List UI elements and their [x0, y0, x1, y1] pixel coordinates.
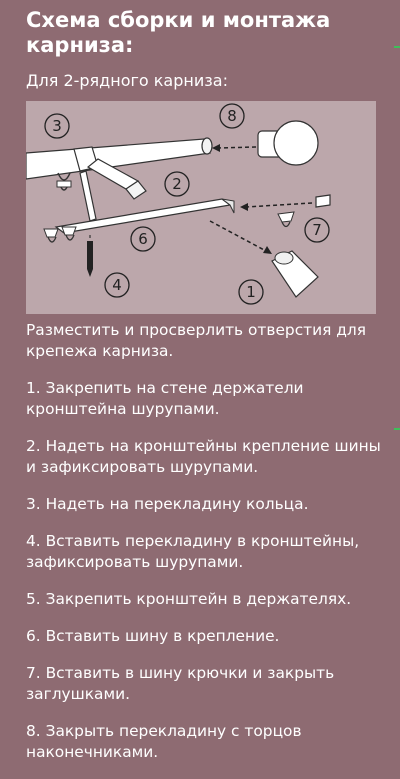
svg-text:7: 7 — [312, 221, 322, 239]
step-3: 3. Надеть на перекладину кольца. — [26, 495, 309, 513]
callout-8: 8 — [219, 103, 245, 129]
step-8: 8. Закрыть перекладину с торцов наконечн… — [26, 722, 302, 761]
rings — [56, 172, 72, 191]
rod-end-cap — [271, 250, 319, 298]
curtain-rod — [26, 137, 213, 180]
svg-text:4: 4 — [112, 276, 122, 294]
svg-text:1: 1 — [246, 283, 256, 301]
callout-3: 3 — [44, 113, 70, 139]
hooks — [43, 211, 295, 243]
svg-text:2: 2 — [172, 175, 182, 193]
svg-text:8: 8 — [227, 107, 237, 125]
step-2: 2. Надеть на кронштейны крепление шины и… — [26, 437, 381, 476]
rod-bracket — [73, 146, 147, 222]
step-6: 6. Вставить шину в крепление. — [26, 627, 280, 645]
intro-step: Разместить и просверлить отверстия для к… — [26, 321, 367, 360]
edge-marker — [394, 46, 400, 48]
svg-text:3: 3 — [52, 117, 62, 135]
callout-7: 7 — [304, 217, 330, 243]
assembly-diagram: 3 8 2 6 7 4 1 — [26, 101, 376, 314]
page-title: Схема сборки и монтажа карниза: — [26, 8, 331, 57]
diagram-subtitle: Для 2-рядного карниза: — [26, 71, 228, 90]
curtain-rail — [54, 198, 235, 234]
edge-marker — [394, 428, 400, 430]
step-4: 4. Вставить перекладину в кронштейны, за… — [26, 532, 360, 571]
step-1: 1. Закрепить на стене держатели кронштей… — [26, 379, 304, 418]
callout-6: 6 — [130, 226, 156, 252]
ball-finial — [257, 120, 319, 166]
callout-1: 1 — [238, 279, 264, 305]
step-7: 7. Вставить в шину крючки и закрыть загл… — [26, 664, 335, 703]
rail-end-cap — [315, 194, 331, 208]
step-5: 5. Закрепить кронштейн в держателях. — [26, 590, 352, 608]
assembly-steps: Разместить и просверлить отверстия для к… — [26, 320, 386, 779]
screw — [87, 235, 93, 277]
svg-text:6: 6 — [138, 230, 148, 248]
assembly-arrows — [209, 144, 313, 254]
callout-4: 4 — [104, 272, 130, 298]
callout-2: 2 — [164, 171, 190, 197]
